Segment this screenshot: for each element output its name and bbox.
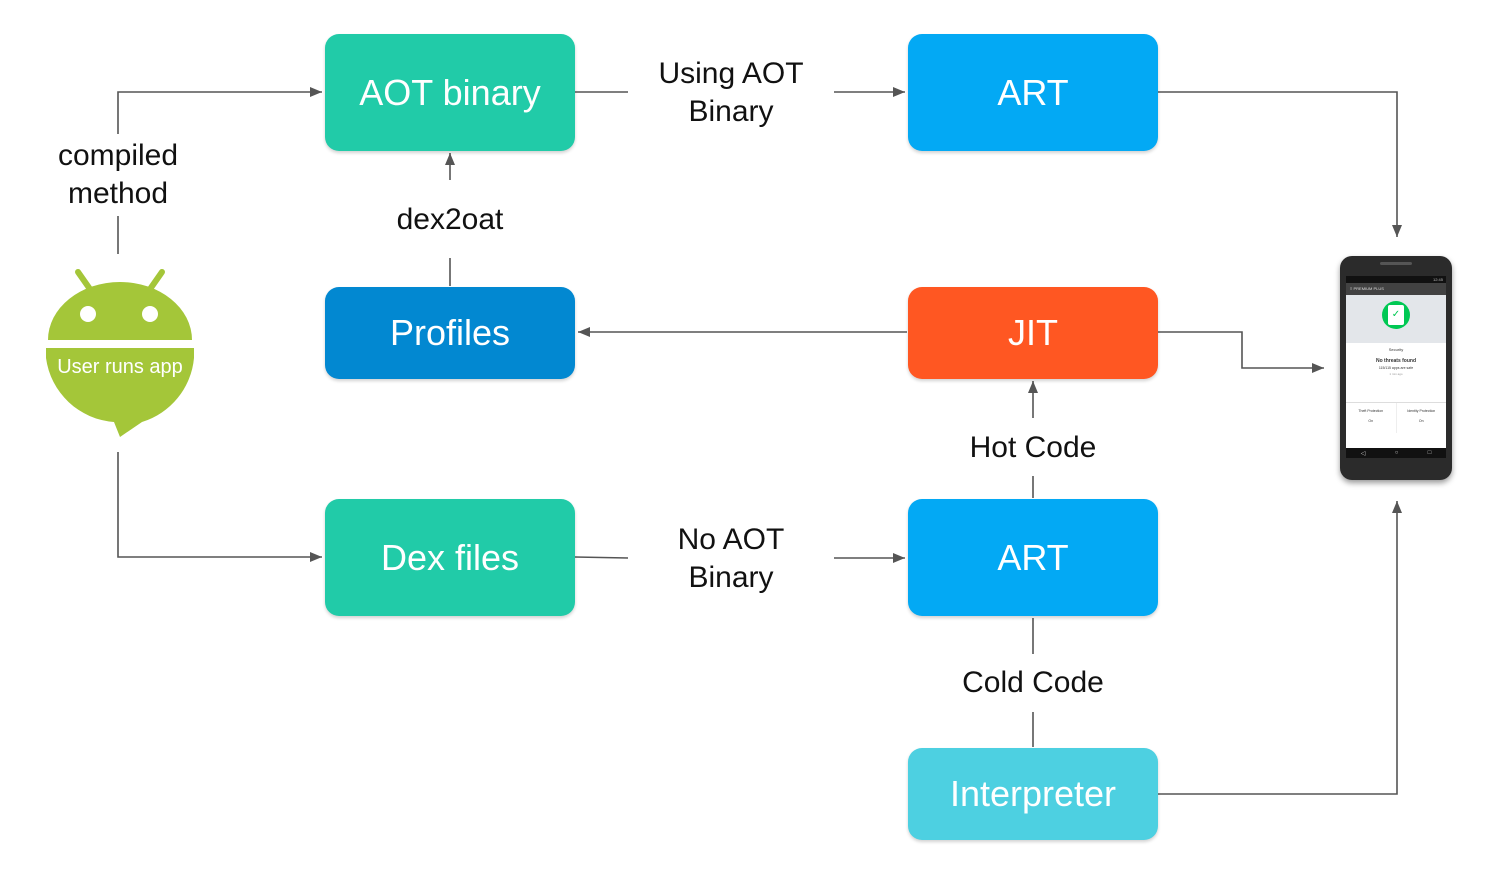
edge-compiled-method-upper [117, 87, 322, 134]
interpreter-label: Interpreter [949, 773, 1117, 814]
profiles-node: Profiles [325, 287, 575, 379]
compiled-method-label: compiled method [57, 139, 179, 210]
android-icon [46, 269, 194, 437]
edge-no-aot-left [574, 556, 629, 559]
art-mid-node: ART [908, 499, 1158, 616]
art-top-label: ART [997, 71, 1069, 113]
dex-files-node: Dex files [325, 499, 575, 616]
art-top-node: ART [908, 34, 1158, 151]
edge-interpreter-to-phone [1158, 501, 1402, 795]
nav-recents-icon[interactable]: □ [1427, 450, 1432, 456]
phone-app-bar: ≡ PREMIUM PLUS [1346, 283, 1446, 295]
cold-code-label: Cold Code [962, 666, 1104, 699]
identity-protection-card[interactable]: Identity Protection On [1407, 409, 1436, 423]
dex-files-label: Dex files [380, 536, 520, 578]
phone-section-title: Security [1388, 347, 1404, 352]
hot-code-label: Hot Code [969, 431, 1097, 464]
dex2oat-label: dex2oat [396, 203, 504, 236]
nav-home-icon[interactable]: ○ [1394, 450, 1399, 456]
phone-device: 12:45 ≡ PREMIUM PLUS ✓ Security No threa… [1340, 256, 1452, 480]
jit-node: JIT [908, 287, 1158, 379]
theft-protection-card[interactable]: Theft Protection On [1346, 403, 1397, 433]
phone-speaker [1380, 262, 1412, 265]
interpreter-node: Interpreter [908, 748, 1158, 840]
aot-binary-node: AOT binary [325, 34, 575, 151]
no-aot-label: No AOT Binary [677, 523, 785, 594]
profiles-label: Profiles [389, 312, 511, 353]
phone-status-sub: 115/115 apps are safe [1378, 366, 1414, 370]
edge-android-to-dex [117, 452, 322, 562]
phone-nav-bar: ◁ ○ □ [1346, 448, 1446, 458]
using-aot-label: Using AOT Binary [658, 57, 804, 128]
jit-label: JIT [1008, 312, 1058, 353]
device-check-icon: ✓ [1388, 305, 1404, 325]
android-label: User runs app [57, 356, 183, 378]
android-mascot: User runs app [40, 262, 200, 442]
phone-status-main: No threats found [1376, 358, 1416, 364]
edge-art-top-to-phone [1158, 91, 1402, 237]
edge-jit-to-phone [1158, 331, 1324, 373]
aot-binary-label: AOT binary [359, 71, 541, 113]
menu-icon[interactable]: ≡ [1350, 286, 1353, 291]
phone-screen: 12:45 ≡ PREMIUM PLUS ✓ Security No threa… [1346, 276, 1446, 458]
phone-status-bar: 12:45 [1346, 276, 1446, 283]
nav-back-icon[interactable]: ◁ [1360, 450, 1366, 457]
phone-hero: ✓ [1346, 295, 1446, 343]
art-mid-label: ART [997, 536, 1069, 578]
phone-status-time: 1 min ago [1389, 372, 1403, 376]
